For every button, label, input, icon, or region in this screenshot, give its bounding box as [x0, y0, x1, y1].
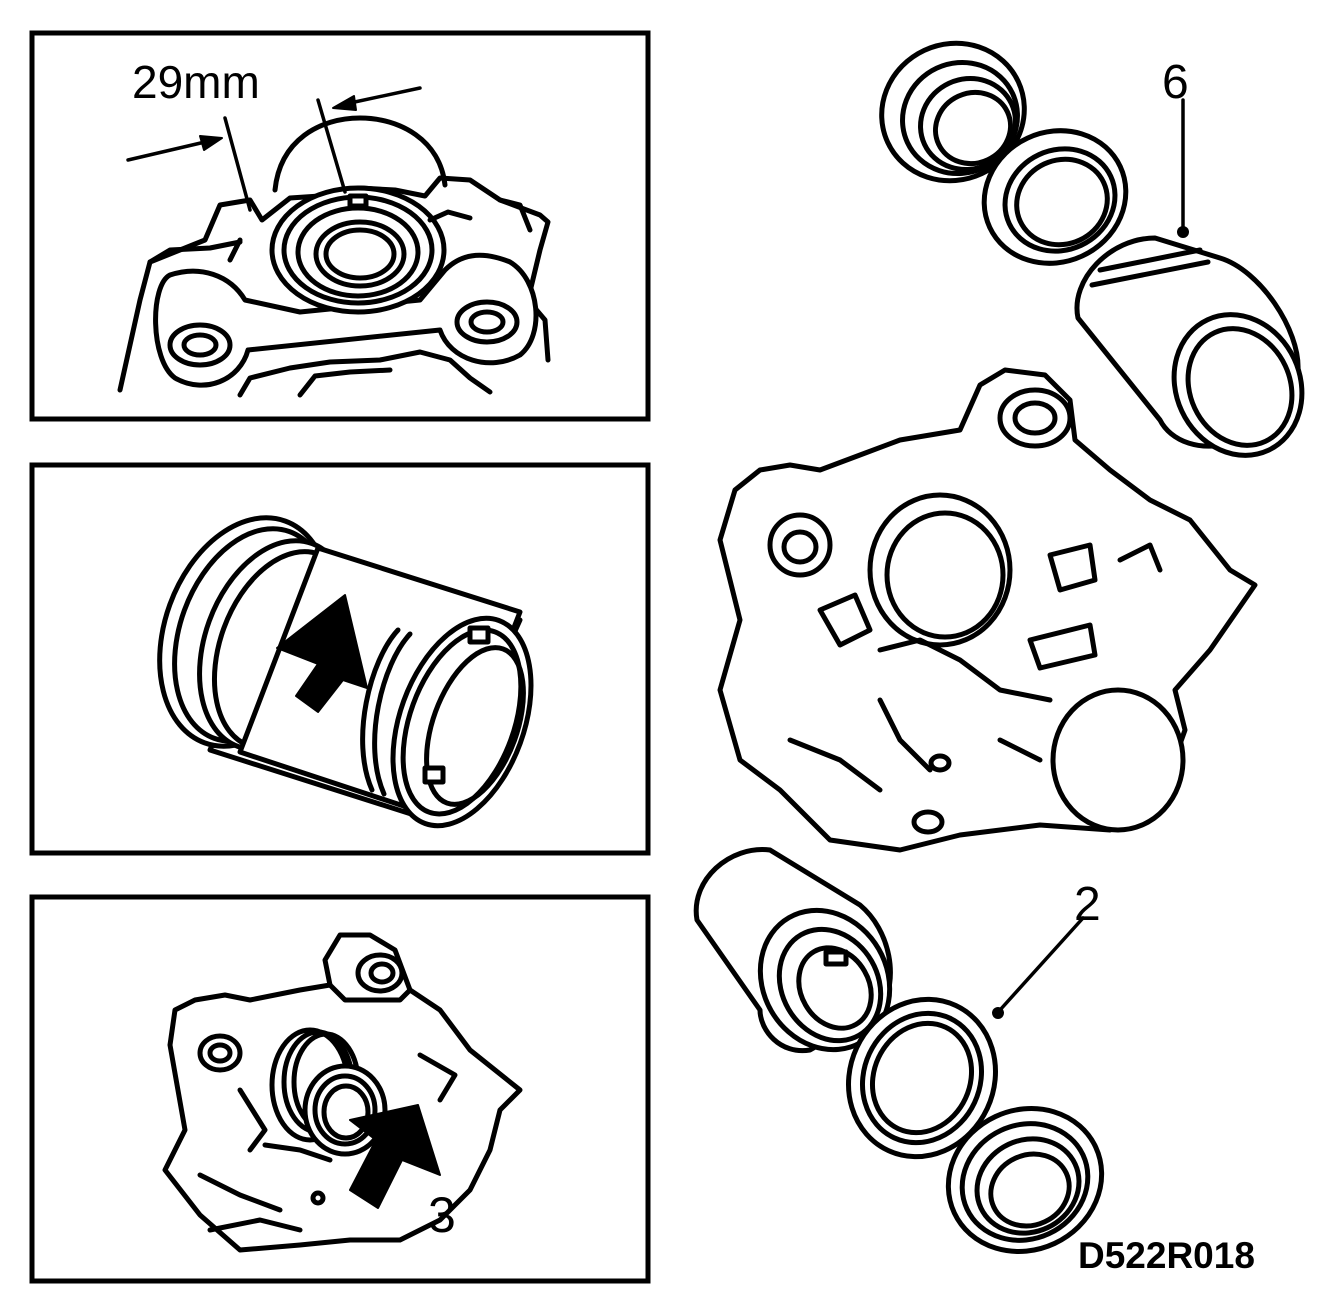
leader-6-dot	[1177, 226, 1189, 238]
panel-installation-frame	[29, 894, 651, 1284]
panel-measurement-frame	[29, 30, 651, 422]
panel-piston-installation: 3	[29, 894, 651, 1284]
piston-top	[1074, 235, 1305, 458]
piston-bottom	[693, 847, 893, 1054]
insert-arrow-icon	[349, 1104, 441, 1209]
leader-2	[998, 916, 1085, 1012]
dust-seal-bottom	[945, 1106, 1105, 1254]
piston-seal-bottom	[846, 996, 998, 1160]
dust-seal-top	[879, 40, 1027, 184]
callout-6: 6	[1162, 56, 1189, 109]
caliper-top-view-drawing	[117, 115, 551, 398]
caliper-body	[717, 367, 1258, 853]
direction-arrow-icon	[276, 594, 368, 713]
callout-3: 3	[428, 1187, 456, 1243]
piston-seal-top	[981, 128, 1129, 266]
dimension-arrows	[126, 86, 422, 212]
exploded-caliper-view: 6	[693, 40, 1305, 1254]
panel-measurement: 29mm	[29, 30, 651, 422]
dimension-label: 29mm	[132, 56, 260, 108]
callout-2: 2	[1074, 878, 1101, 931]
panel-piston-frame	[29, 462, 651, 856]
leader-2-dot	[992, 1007, 1004, 1019]
caliper-small-drawing	[162, 932, 523, 1253]
figure-code: D522R018	[1078, 1235, 1255, 1276]
panel-piston-orientation	[29, 462, 651, 856]
